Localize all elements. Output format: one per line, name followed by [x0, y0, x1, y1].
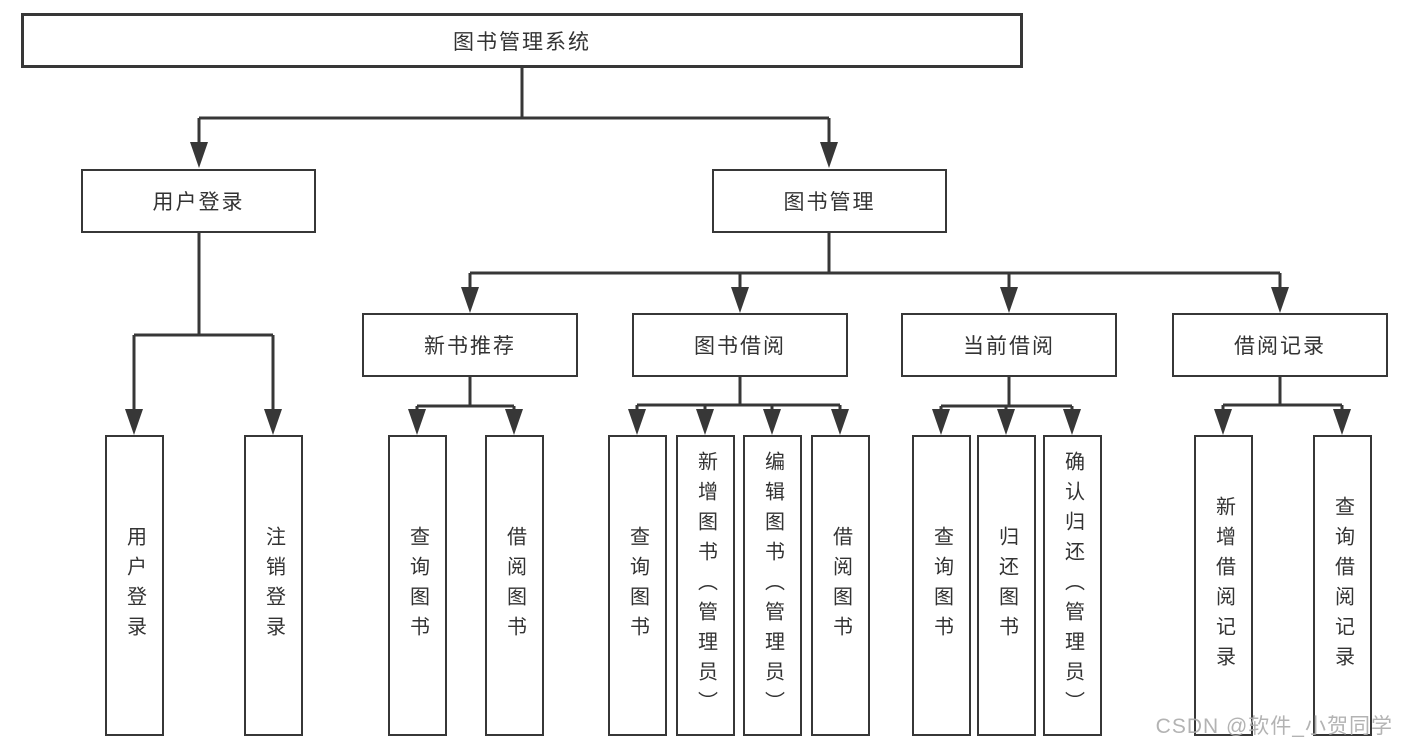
leaf-user-login: 用户登录: [105, 435, 164, 736]
leaf-add-borrow-record: 新增借阅记录: [1194, 435, 1253, 736]
node-current-borrowing: 当前借阅: [901, 313, 1117, 377]
leaf-logout: 注销登录: [244, 435, 303, 736]
node-user-login: 用户登录: [81, 169, 316, 233]
leaf-add-books-admin: 新增图书（管理员）: [676, 435, 735, 736]
node-borrowing-records: 借阅记录: [1172, 313, 1388, 377]
leaf-edit-books-admin: 编辑图书（管理员）: [743, 435, 802, 736]
leaf-return-books: 归还图书: [977, 435, 1036, 736]
watermark: CSDN @软件_小贺同学: [1155, 715, 1393, 738]
leaf-borrow-books: 借阅图书: [811, 435, 870, 736]
leaf-query-books-borrowing: 查询图书: [608, 435, 667, 736]
node-library-management-system: 图书管理系统: [21, 13, 1023, 68]
node-book-management: 图书管理: [712, 169, 947, 233]
leaf-query-books-recommend: 查询图书: [388, 435, 447, 736]
node-new-book-recommendation: 新书推荐: [362, 313, 578, 377]
node-book-borrowing: 图书借阅: [632, 313, 848, 377]
leaf-confirm-return-admin: 确认归还（管理员）: [1043, 435, 1102, 736]
leaf-query-books-current: 查询图书: [912, 435, 971, 736]
leaf-query-borrow-record: 查询借阅记录: [1313, 435, 1372, 736]
leaf-borrow-books-recommend: 借阅图书: [485, 435, 544, 736]
